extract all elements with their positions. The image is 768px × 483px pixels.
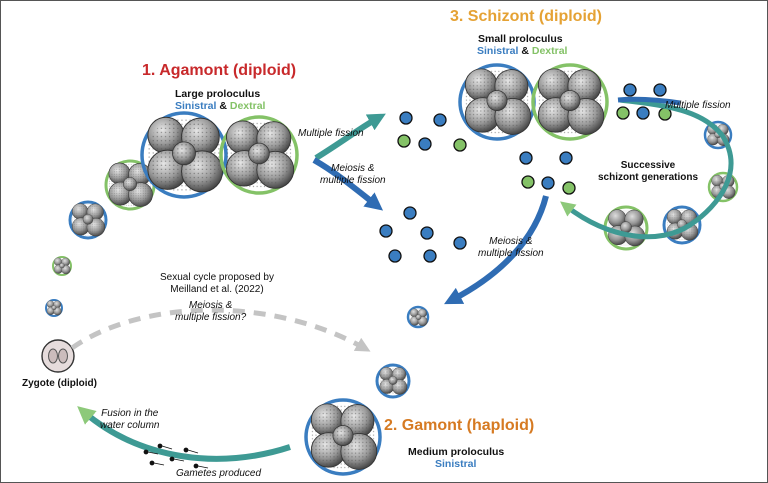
- zygote-cell-icon: [41, 339, 75, 373]
- agamont-growth-shells: [45, 159, 156, 317]
- schizont-dextral: Dextral: [531, 45, 568, 57]
- fusion-arrow: [77, 406, 291, 462]
- successive-generations-arrow: [560, 97, 734, 240]
- agamont-size-label: Large proloculus: [175, 88, 261, 100]
- sexual-cycle-label: Sexual cycle proposed by Meilland et al.…: [160, 272, 274, 296]
- schizont-and: &: [521, 45, 529, 57]
- fusion-label: Fusion in the water column: [100, 408, 159, 432]
- successive-line2: schizont generations: [598, 172, 699, 183]
- schizont-coiling: Sinistral & Dextral: [477, 45, 567, 57]
- cycle-arrows: [70, 96, 734, 462]
- schizont-title: 3. Schizont (diploid): [450, 8, 602, 25]
- schizont-loop-shells: [603, 120, 739, 251]
- agamont-sinistral: Sinistral: [175, 100, 217, 112]
- multiple-fission-label-2: Multiple fission: [665, 100, 731, 111]
- meiosis-label-1: Meiosis & multiple fission: [320, 163, 386, 187]
- gamont-shells: [304, 305, 430, 476]
- agamont-large-shells: [140, 111, 299, 199]
- successive-generations-label: Successive schizont generations: [598, 160, 698, 184]
- meiosis-label-1-line1: Meiosis &: [331, 163, 375, 174]
- meiosis-label-2-line2: multiple fission: [478, 248, 544, 259]
- meiosis-label-2-line1: Meiosis &: [489, 236, 533, 247]
- sexual-cycle-line1: Sexual cycle proposed by: [160, 272, 274, 283]
- meiosis-label-2: Meiosis & multiple fission: [478, 236, 544, 260]
- zygote-label: Zygote (diploid): [22, 378, 97, 389]
- schizont-shells: [458, 63, 609, 141]
- gamete-icon: [143, 443, 209, 469]
- gamont-sinistral: Sinistral: [435, 458, 477, 470]
- meiosis-arrow-2: [444, 195, 549, 305]
- successive-line1: Successive: [620, 160, 676, 171]
- offspring-dots: [379, 83, 672, 263]
- fusion-line1: Fusion in the: [101, 408, 159, 419]
- fusion-line2: water column: [100, 420, 160, 431]
- agamont-title: 1. Agamont (diploid): [142, 62, 297, 79]
- meiosis-question-line1: Meiosis &: [188, 300, 233, 311]
- gamont-size-label: Medium proloculus: [408, 446, 505, 458]
- agamont-and: &: [219, 100, 227, 112]
- meiosis-question-line2: multiple fission?: [175, 312, 247, 323]
- meiosis-question-label: Meiosis & multiple fission?: [175, 300, 246, 324]
- meiosis-label-1-line2: multiple fission: [320, 175, 386, 186]
- multiple-fission-label-1: Multiple fission: [298, 128, 364, 139]
- meiosis-arrow: [312, 157, 384, 211]
- schizont-size-label: Small proloculus: [478, 33, 563, 45]
- agamont-coiling: Sinistral & Dextral: [175, 100, 265, 112]
- gametes-label: Gametes produced: [176, 468, 262, 479]
- sexual-cycle-dashed-arrow: [70, 307, 371, 352]
- gamont-title: 2. Gamont (haploid): [384, 417, 535, 434]
- schizont-sinistral: Sinistral: [477, 45, 519, 57]
- multiple-fission-arrow: [314, 113, 386, 161]
- schizont-fission-arrow: [617, 96, 681, 106]
- sexual-cycle-line2: Meilland et al. (2022): [170, 284, 264, 295]
- agamont-dextral: Dextral: [229, 100, 266, 112]
